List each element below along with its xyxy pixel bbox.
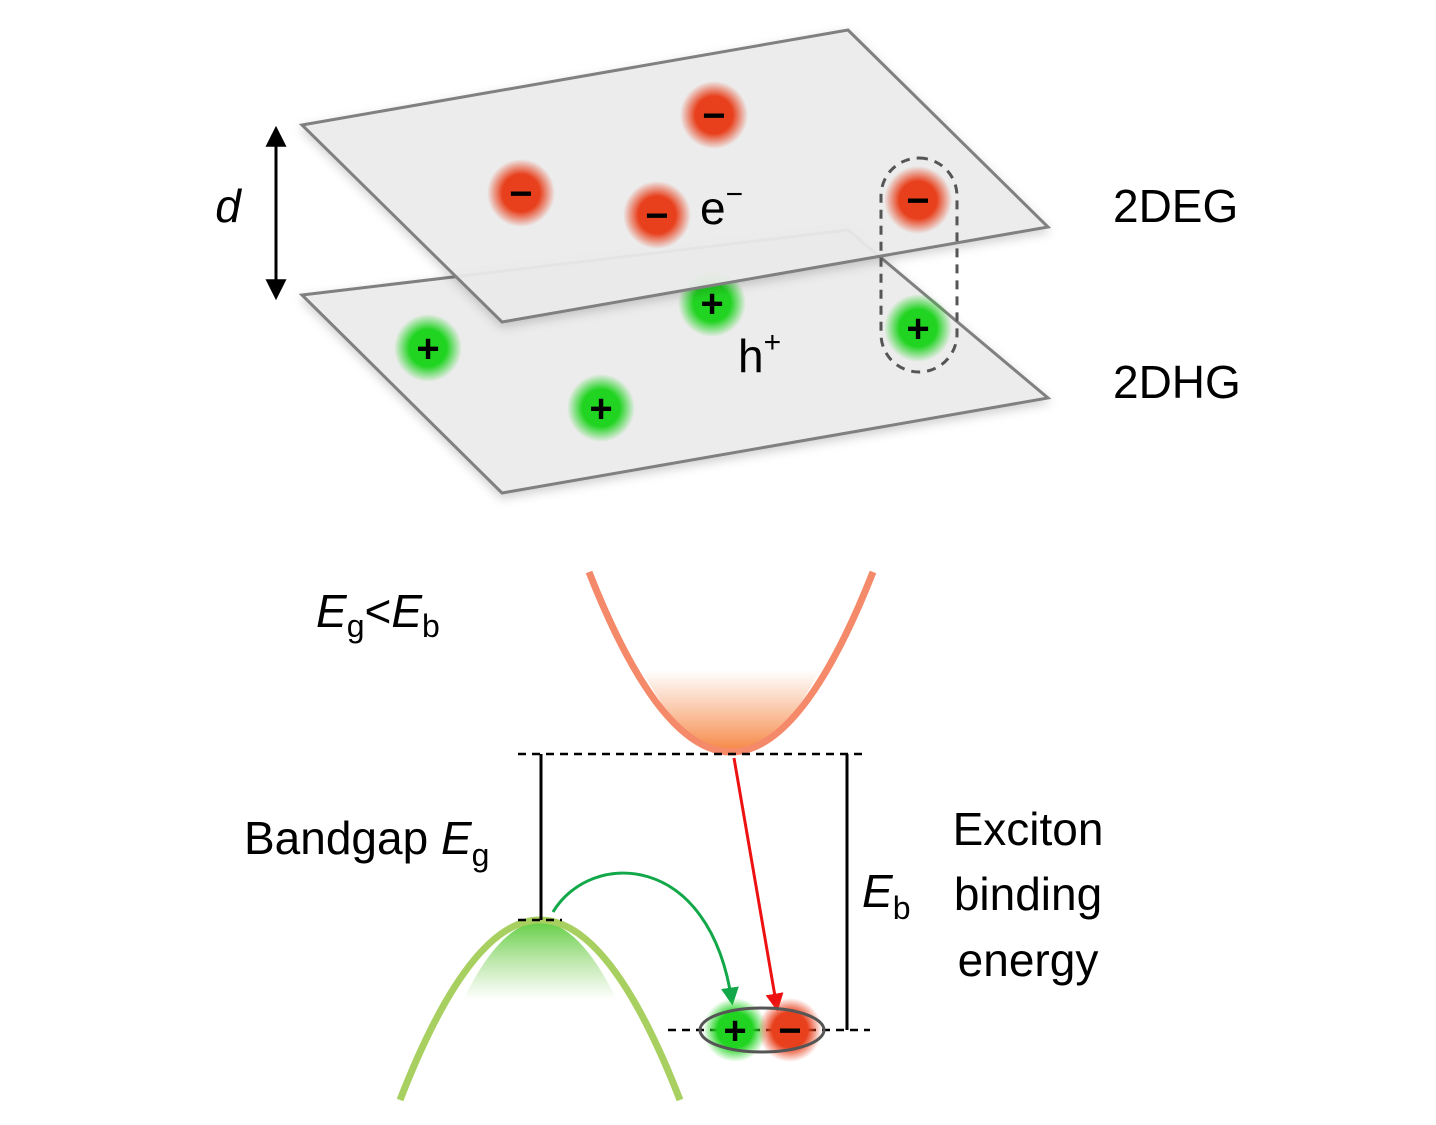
electron-relaxation-arrow [732,757,784,1012]
electron-particle: − [623,181,691,249]
conduction-band-curve [585,570,877,756]
electron-particle: − [487,159,555,227]
electron-particle-paired: − [884,166,952,234]
binding-energy-line1: Exciton [953,803,1104,855]
svg-text:−: − [509,172,532,216]
binding-energy-line2: binding [954,868,1102,920]
svg-text:+: + [700,282,723,326]
svg-text:−: − [645,194,668,238]
bandgap-label: Bandgap Eg [244,812,489,873]
separation-label: d [215,180,242,232]
hole-particle: + [567,374,635,442]
svg-text:−: − [778,1009,801,1053]
interlayer-exciton-outline [879,156,959,374]
hole-particle-paired: + [884,294,952,362]
hole-label: h+ [738,326,781,382]
svg-text:+: + [723,1009,746,1053]
binding-energy-symbol: Eb [862,865,910,926]
svg-text:+: + [416,327,439,371]
label-2deg: 2DEG [1113,180,1238,232]
bound-exciton: + − [698,998,826,1062]
svg-text:+: + [589,387,612,431]
condition-label: Eg<Eb [316,585,440,644]
binding-energy-line3: energy [958,934,1099,986]
hole-particle: + [394,314,462,382]
hole-transfer-arrow [551,871,739,1006]
electron-label: e− [700,178,743,234]
svg-text:+: + [906,307,929,351]
svg-text:−: − [906,179,929,223]
label-2dhg: 2DHG [1113,356,1241,408]
electron-particle: − [680,81,748,149]
top-plane-2deg [298,28,1052,324]
svg-text:−: − [702,94,725,138]
valence-band-fill [463,922,617,1000]
